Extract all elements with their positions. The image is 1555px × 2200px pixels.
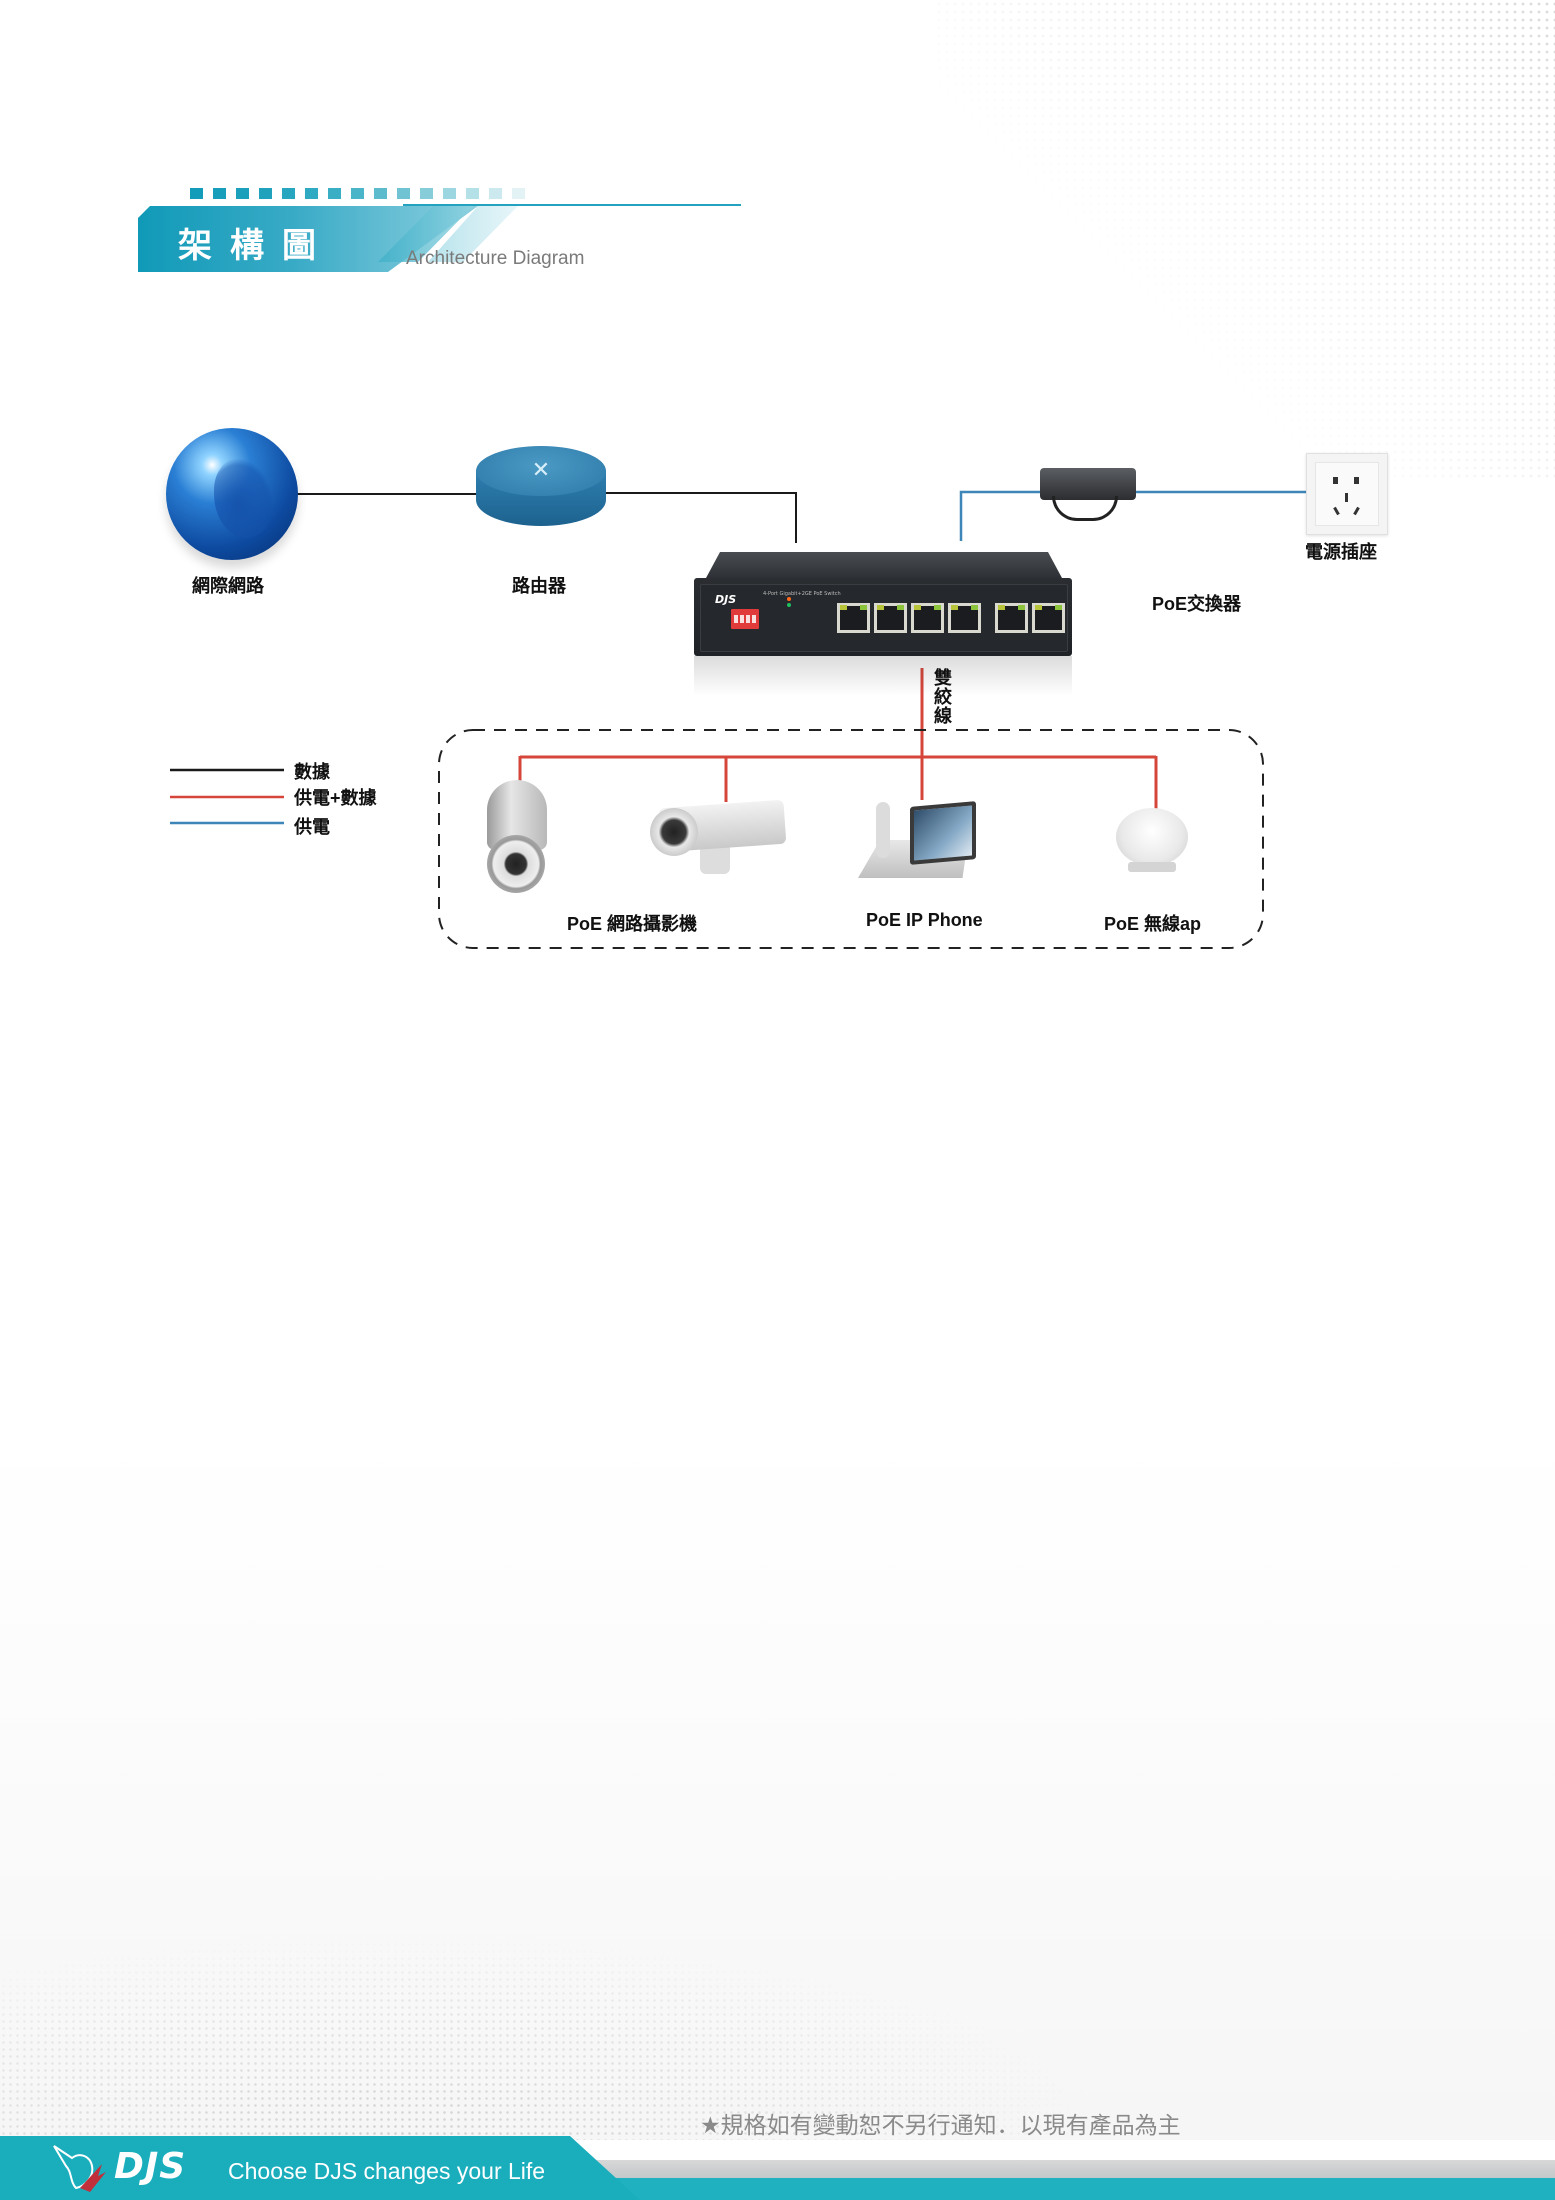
router-icon: ✕	[476, 446, 606, 536]
data-line-router-switch	[606, 492, 797, 543]
power-socket-label: 電源插座	[1305, 542, 1377, 562]
poe-switch-label: PoE交換器	[1152, 594, 1242, 614]
switch-model: 4-Port Gigabit+2GE PoE Switch	[763, 591, 841, 597]
page-title: 架構圖	[178, 226, 334, 266]
power-line-adapter-switch	[959, 490, 1040, 541]
header-decoration-squares	[190, 188, 525, 199]
switch-brand: DJS	[715, 593, 737, 606]
footer-brand-logo: DJS	[114, 2146, 187, 2187]
poe-devices-group-boundary	[438, 729, 1264, 949]
ip-phone-icon	[858, 800, 978, 878]
internet-label: 網際網路	[192, 576, 264, 596]
footer-brand-band	[0, 2136, 640, 2200]
ethernet-port	[995, 603, 1028, 633]
switch-ports	[837, 603, 1065, 633]
connection-lines	[170, 490, 1318, 949]
footer-slogan: Choose DJS changes your Life	[228, 2158, 546, 2184]
page-subtitle: Architecture Diagram	[406, 248, 585, 269]
background-fade-bottom	[0, 1440, 1555, 2140]
router-label: 路由器	[512, 576, 566, 596]
ethernet-port	[948, 603, 981, 633]
ip-phone-label: PoE IP Phone	[866, 910, 983, 930]
ethernet-port	[874, 603, 907, 633]
wireless-ap-label: PoE 無線ap	[1104, 914, 1202, 934]
legend-label-data: 數據	[294, 762, 330, 782]
twisted-pair-label: 雙絞線	[931, 668, 952, 725]
power-adapter-icon	[1036, 468, 1136, 528]
globe-icon	[166, 428, 298, 560]
cameras-label: PoE 網路攝影機	[567, 914, 698, 934]
ethernet-port	[911, 603, 944, 633]
ethernet-port	[837, 603, 870, 633]
footer: ★規格如有變動恕不另行通知．以現有產品為主 DJS Choose DJS cha…	[0, 2106, 1555, 2200]
dip-switch	[731, 609, 759, 629]
architecture-diagram: 網際網路 ✕ 路由器 DJS 4-Port Gigabit+2GE PoE Sw…	[0, 0, 1555, 1000]
power-socket-icon	[1306, 453, 1388, 535]
legend-label-power: 供電	[294, 817, 330, 837]
poe-led	[787, 597, 791, 601]
dome-camera-icon	[477, 780, 557, 893]
background-dot-pattern-top	[935, 0, 1555, 480]
section-header: 架構圖 Architecture Diagram	[138, 184, 741, 274]
wireless-ap-icon	[1112, 808, 1192, 878]
data-led	[787, 603, 791, 607]
legend-label-power-data: 供電+數據	[294, 788, 377, 808]
ethernet-port	[1032, 603, 1065, 633]
poe-switch-icon: DJS 4-Port Gigabit+2GE PoE Switch	[694, 552, 1072, 696]
bullet-camera-icon	[650, 799, 787, 880]
unicorn-logo-icon	[53, 2145, 106, 2192]
footer-disclaimer: ★規格如有變動恕不另行通知．以現有產品為主	[700, 2113, 1181, 2139]
background-wave-pattern-bottom	[0, 1640, 1555, 2140]
header-rule	[403, 204, 741, 206]
